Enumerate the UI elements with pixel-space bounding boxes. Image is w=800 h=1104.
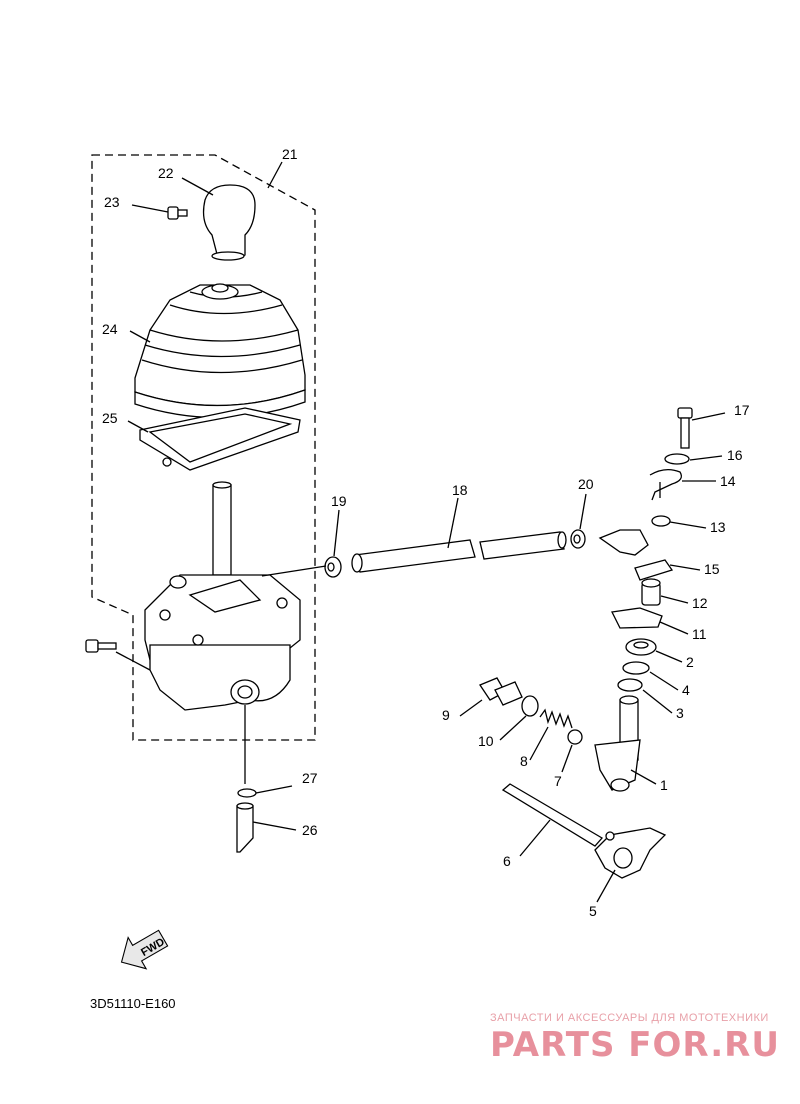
part-23-screw[interactable] (167, 206, 188, 220)
part-17-bolt[interactable] (677, 407, 693, 449)
part-3-washer[interactable] (617, 678, 643, 692)
callout-22: 22 (158, 165, 174, 181)
part-15-lever[interactable] (598, 529, 674, 581)
part-18-shaft[interactable] (351, 531, 567, 573)
callout-2: 2 (686, 654, 694, 670)
housing-bolt[interactable] (85, 639, 117, 653)
callout-21: 21 (282, 146, 298, 162)
callout-13: 13 (710, 519, 726, 535)
shift-housing[interactable] (144, 574, 301, 711)
callout-1: 1 (660, 777, 668, 793)
part-7-ball[interactable] (567, 729, 583, 745)
callout-8: 8 (520, 753, 528, 769)
part-4-clip[interactable] (622, 661, 650, 675)
callout-26: 26 (302, 822, 318, 838)
part-19-nut[interactable] (324, 556, 342, 578)
callout-5: 5 (589, 903, 597, 919)
part-6-rod[interactable] (501, 783, 604, 847)
callout-27: 27 (302, 770, 318, 786)
callout-24: 24 (102, 321, 118, 337)
callout-10: 10 (478, 733, 494, 749)
callout-7: 7 (554, 773, 562, 789)
watermark-brand: PARTS FOR.RU (490, 1025, 780, 1065)
part-9-plug[interactable] (479, 677, 523, 706)
callout-9: 9 (442, 707, 450, 723)
callout-16: 16 (727, 447, 743, 463)
callout-3: 3 (676, 705, 684, 721)
part-1-shift-shaft[interactable] (594, 695, 641, 792)
callout-12: 12 (692, 595, 708, 611)
fwd-arrow-icon: FWD (120, 929, 169, 970)
diagram-code: 3D51110-E160 (90, 996, 176, 1011)
part-27-o-ring[interactable] (237, 788, 257, 798)
callout-11: 11 (692, 626, 707, 642)
callout-23: 23 (104, 194, 120, 210)
part-5-shift-fork[interactable] (594, 827, 667, 879)
shift-lever-rod[interactable] (212, 481, 232, 576)
part-11-lever[interactable] (611, 607, 663, 629)
part-12-collar[interactable] (641, 578, 661, 606)
part-10-washer[interactable] (521, 695, 539, 717)
part-16-washer[interactable] (664, 453, 690, 465)
callout-17: 17 (734, 402, 750, 418)
part-24-boot[interactable] (134, 283, 306, 419)
part-2-collar[interactable] (625, 638, 657, 656)
assembly-21-boundary (91, 154, 316, 741)
part-14-clip[interactable] (649, 468, 683, 501)
watermark-tagline: ЗАПЧАСТИ И АКСЕССУАРЫ ДЛЯ МОТОТЕХНИКИ (490, 1012, 769, 1024)
callout-labels: 21 22 23 24 25 19 18 20 17 16 14 13 15 1… (102, 146, 750, 919)
part-22-knob[interactable] (202, 184, 256, 261)
part-8-spring[interactable] (539, 708, 573, 729)
callout-20: 20 (578, 476, 594, 492)
part-26-sleeve[interactable] (236, 802, 254, 853)
callout-15: 15 (704, 561, 720, 577)
leader-lines (115, 161, 726, 903)
part-25-gasket[interactable] (139, 407, 301, 471)
callout-19: 19 (331, 493, 347, 509)
callout-14: 14 (720, 473, 736, 489)
callout-6: 6 (503, 853, 511, 869)
part-13-washer[interactable] (651, 515, 671, 527)
callout-18: 18 (452, 482, 468, 498)
part-20-nut[interactable] (570, 529, 586, 549)
callout-4: 4 (682, 682, 690, 698)
callout-25: 25 (102, 410, 118, 426)
